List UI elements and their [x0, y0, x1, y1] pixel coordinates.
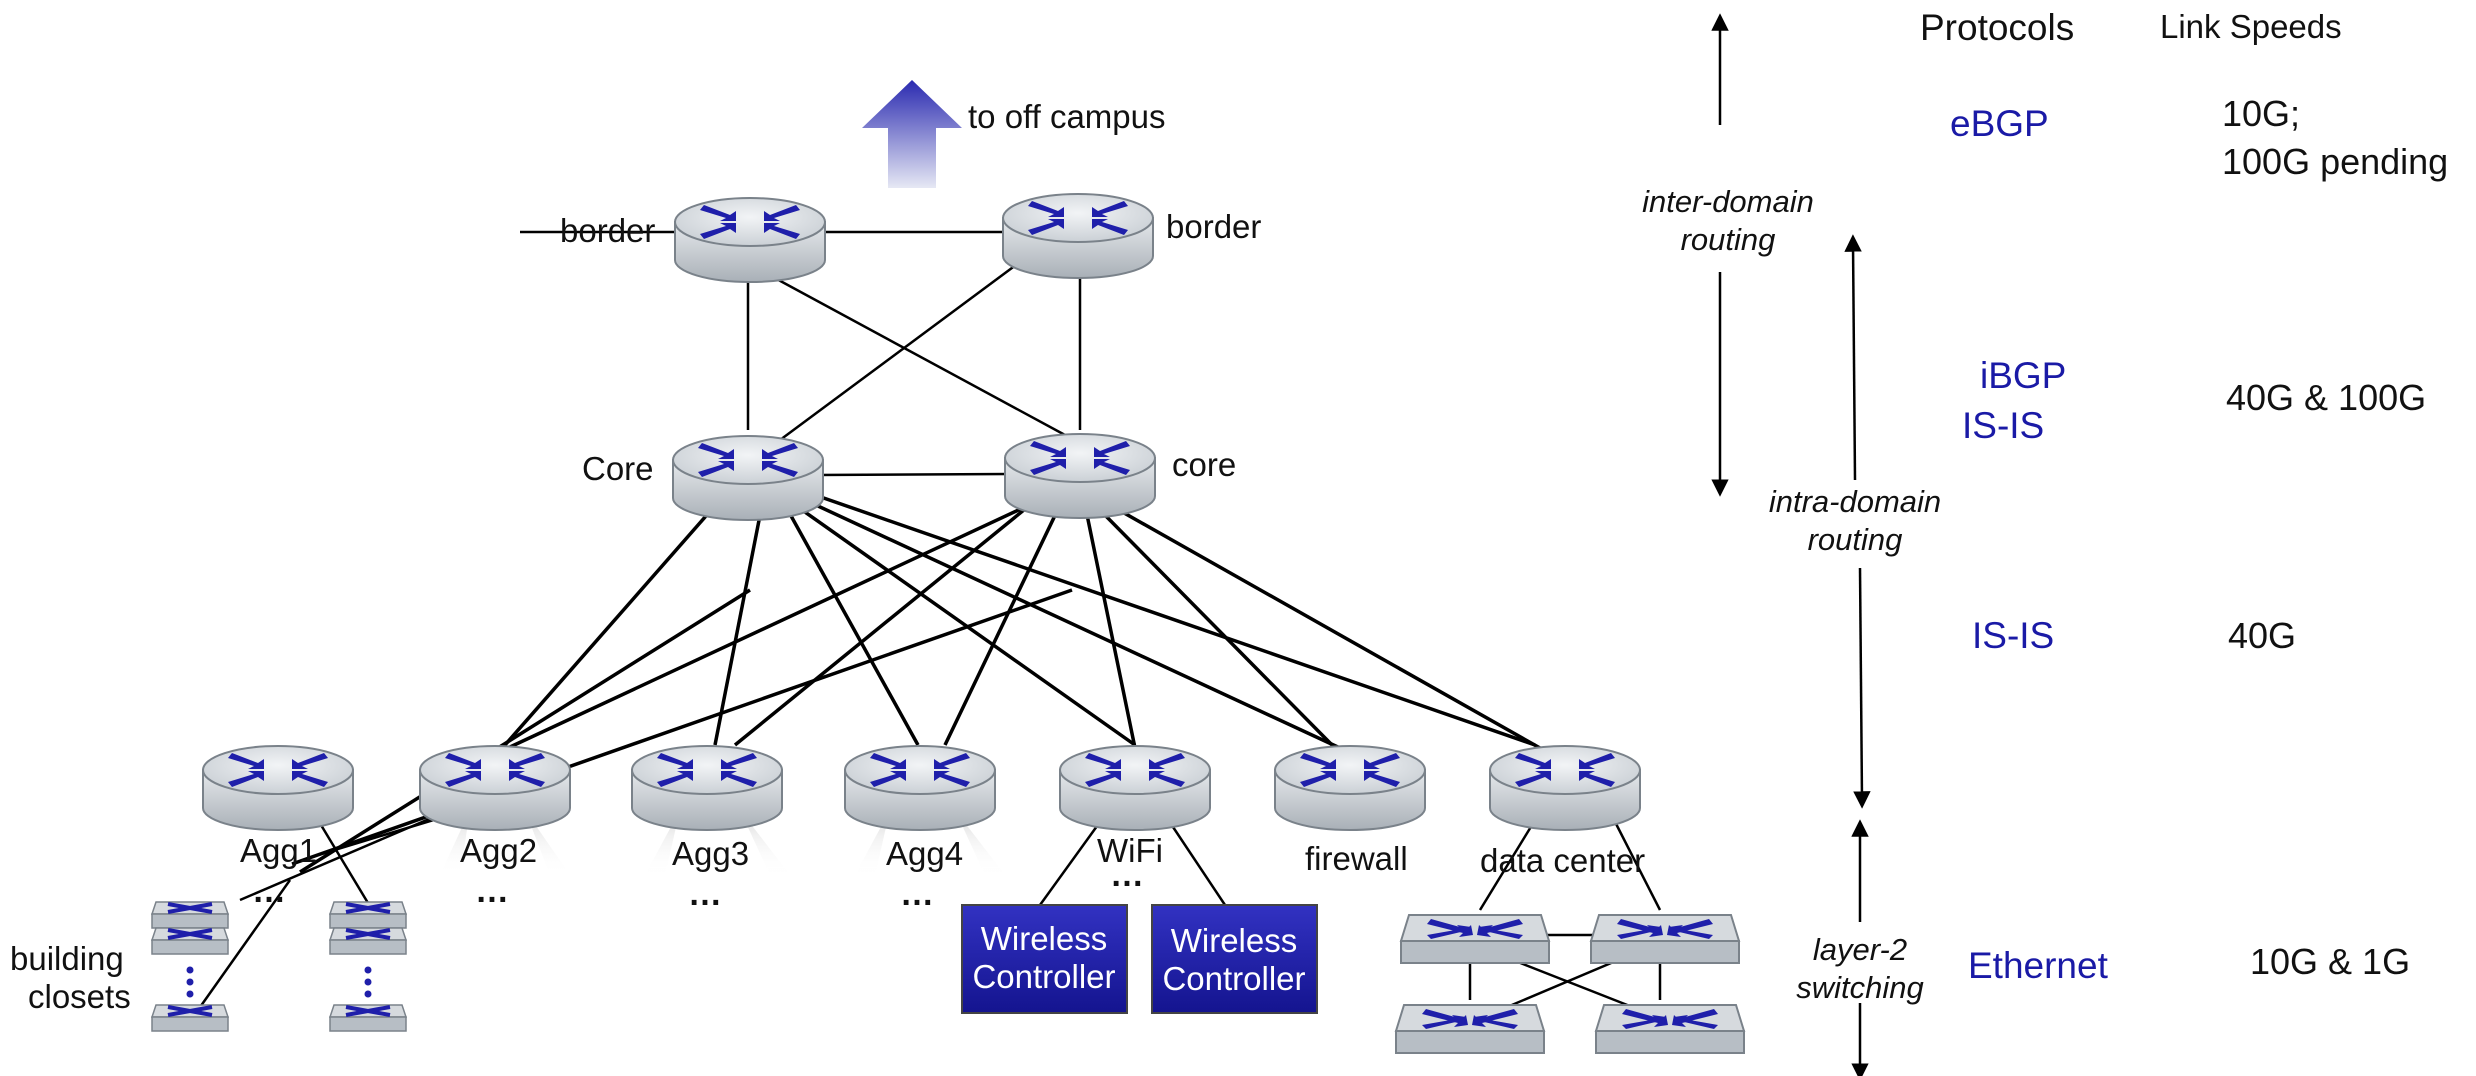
label-agg2: Agg2: [460, 832, 537, 869]
label-border-left: border: [560, 212, 655, 249]
links: [196, 230, 1662, 1012]
ellipsis-agg4: …: [900, 875, 934, 913]
wireless-controller-1[interactable]: Wireless Controller: [961, 904, 1128, 1014]
wireless-controller-1-line2: Controller: [972, 958, 1115, 995]
inter-domain-label-1: inter-domain: [1642, 184, 1814, 219]
off-campus-label: to off campus: [968, 98, 1166, 135]
inter-domain-label-2: routing: [1681, 222, 1776, 257]
router-agg1[interactable]: [202, 745, 354, 831]
router-agg3[interactable]: [631, 745, 783, 831]
link-speeds-header: Link Speeds: [2160, 8, 2342, 45]
link-core-agg3: [713, 504, 764, 746]
label-core-right: core: [1172, 446, 1236, 483]
link-core2-agg3: [733, 503, 1032, 747]
building-closets-line1: building: [10, 940, 124, 977]
protocol-ethernet: Ethernet: [1968, 945, 2109, 986]
link-dc-2: [1608, 811, 1662, 911]
protocols-header: Protocols: [1920, 7, 2074, 48]
closet-switches: [150, 900, 408, 1033]
intra-domain-label-2: routing: [1808, 522, 1903, 557]
wireless-controller-1-line1: Wireless: [981, 920, 1108, 957]
off-campus-arrow: [862, 80, 962, 188]
link-dc-6: [1499, 953, 1641, 1012]
label-core-left: Core: [582, 450, 654, 487]
speed-ebgp-line2: 100G pending: [2222, 141, 2448, 182]
router-agg2[interactable]: [419, 745, 571, 831]
link-stub-agg1-a: [299, 588, 751, 874]
ellipsis-agg3: …: [688, 875, 722, 913]
link-core-agg2: [503, 498, 722, 747]
link-core-datacenter: [814, 493, 1536, 747]
layer2-label-1: layer-2: [1813, 932, 1907, 967]
label-agg4: Agg4: [886, 835, 963, 872]
speed-agg: 40G: [2228, 615, 2296, 656]
link-core2-firewall: [1093, 503, 1337, 750]
link-agg2-closet-2: [317, 813, 451, 857]
label-datacenter: data center: [1480, 842, 1645, 879]
protocol-ibgp: iBGP: [1980, 355, 2066, 396]
label-agg1: Agg1: [240, 832, 317, 869]
link-core2-agg4: [943, 504, 1062, 746]
label-agg3: Agg3: [672, 835, 749, 872]
label-border-right: border: [1166, 208, 1261, 245]
label-wifi: WiFi: [1097, 832, 1163, 869]
speed-core: 40G & 100G: [2226, 377, 2426, 418]
link-core2-agg2: [509, 498, 1041, 749]
link-core-core: [814, 472, 1011, 477]
router-agg4[interactable]: [844, 745, 996, 831]
link-border-cross-2: [779, 260, 1021, 442]
router-core-right[interactable]: [1004, 433, 1156, 519]
link-wifi-wc2: [1163, 814, 1227, 906]
router-datacenter[interactable]: [1489, 745, 1641, 831]
router-border-right[interactable]: [1002, 193, 1154, 279]
link-border-cross-1: [759, 268, 1066, 437]
intra-domain-label-1: intra-domain: [1769, 484, 1941, 519]
ellipsis-wifi: …: [1110, 856, 1144, 894]
link-core2-datacenter: [1109, 503, 1541, 750]
link-wifi-wc1: [1038, 814, 1107, 906]
link-core-agg4: [783, 504, 920, 746]
wireless-controller-2-line1: Wireless: [1171, 922, 1298, 959]
layer2-label-2: switching: [1796, 970, 1924, 1005]
protocol-isis-2: IS-IS: [1972, 615, 2054, 656]
label-firewall: firewall: [1305, 840, 1408, 877]
link-stub-agg1-b: [291, 588, 1073, 866]
link-core-firewall: [804, 498, 1341, 750]
ellipsis-agg2: …: [475, 872, 509, 910]
link-agg1-closet: [316, 819, 370, 904]
link-dc-7: [1499, 953, 1631, 1012]
router-core-left[interactable]: [672, 435, 824, 521]
router-wifi[interactable]: [1059, 745, 1211, 831]
speed-ebgp-line1: 10G;: [2222, 93, 2300, 134]
protocol-isis-1: IS-IS: [1962, 405, 2044, 446]
router-border-left[interactable]: [674, 197, 826, 283]
link-closet-chain: [196, 879, 292, 1011]
link-core-wifi: [793, 503, 1137, 747]
building-closets-line2: closets: [28, 978, 131, 1015]
ellipsis-agg1: …: [252, 872, 286, 910]
protocol-ebgp: eBGP: [1950, 103, 2049, 144]
speed-ethernet: 10G & 1G: [2250, 941, 2410, 982]
wireless-controller-2[interactable]: Wireless Controller: [1151, 904, 1318, 1014]
wireless-controller-2-line2: Controller: [1162, 960, 1305, 997]
link-core2-wifi: [1083, 504, 1137, 749]
router-firewall[interactable]: [1274, 745, 1426, 831]
level-arrows: [1711, 13, 1871, 1076]
